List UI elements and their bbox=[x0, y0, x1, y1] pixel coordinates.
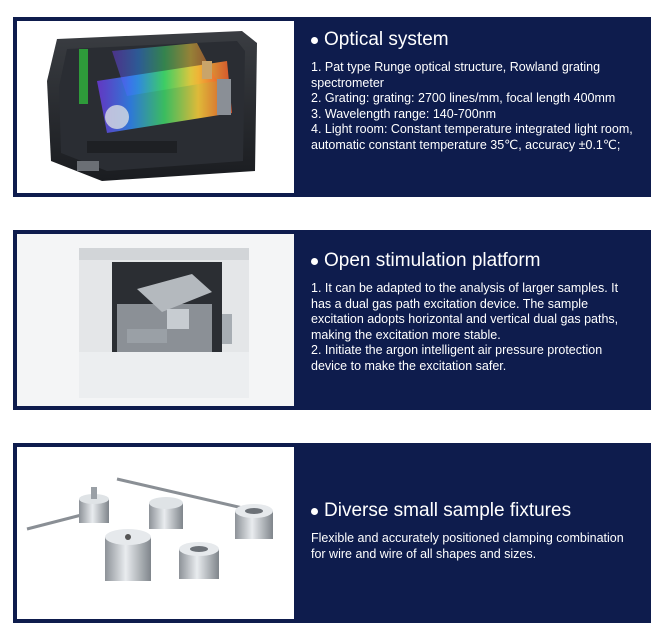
section-title-label: Optical system bbox=[324, 29, 449, 50]
sample-fixtures-photo bbox=[17, 447, 294, 619]
stimulation-platform-icon bbox=[17, 234, 294, 406]
body-line: 1. Pat type Runge optical structure, Row… bbox=[311, 60, 601, 90]
section-body: 1. It can be adapted to the analysis of … bbox=[311, 281, 641, 375]
optical-chamber-illustration bbox=[17, 21, 294, 193]
bullet-icon bbox=[311, 36, 318, 44]
section-open-stimulation-platform: Open stimulation platform 1. It can be a… bbox=[13, 230, 651, 410]
section-title: Optical system bbox=[311, 28, 641, 52]
sample-fixtures-icon bbox=[17, 447, 294, 619]
section-title-label: Diverse small sample fixtures bbox=[324, 500, 572, 521]
body-line: 2. Initiate the argon intelligent air pr… bbox=[311, 343, 603, 373]
section-diverse-small-sample-fixtures: Diverse small sample fixtures Flexible a… bbox=[13, 443, 651, 623]
section-body: Flexible and accurately positioned clamp… bbox=[311, 531, 641, 562]
body-line: 2. Grating: grating: 2700 lines/mm, foca… bbox=[311, 91, 616, 106]
bullet-icon bbox=[311, 257, 318, 265]
section-optical-system: Optical system 1. Pat type Runge optical… bbox=[13, 17, 651, 197]
section-title-label: Open stimulation platform bbox=[324, 250, 541, 271]
body-line: Flexible and accurately positioned clamp… bbox=[311, 531, 624, 561]
body-line: 1. It can be adapted to the analysis of … bbox=[311, 281, 619, 342]
section-title: Open stimulation platform bbox=[311, 249, 641, 273]
section-title: Diverse small sample fixtures bbox=[311, 499, 641, 523]
section-text: Diverse small sample fixtures Flexible a… bbox=[311, 499, 641, 562]
section-body: 1. Pat type Runge optical structure, Row… bbox=[311, 60, 641, 154]
body-line: 4. Light room: Constant temperature inte… bbox=[311, 122, 633, 152]
stimulation-platform-photo bbox=[17, 234, 294, 406]
optical-chamber-icon bbox=[47, 31, 257, 181]
body-line: 3. Wavelength range: 140-700nm bbox=[311, 106, 497, 121]
section-text: Open stimulation platform 1. It can be a… bbox=[311, 249, 641, 375]
bullet-icon bbox=[311, 507, 318, 515]
section-text: Optical system 1. Pat type Runge optical… bbox=[311, 28, 641, 154]
